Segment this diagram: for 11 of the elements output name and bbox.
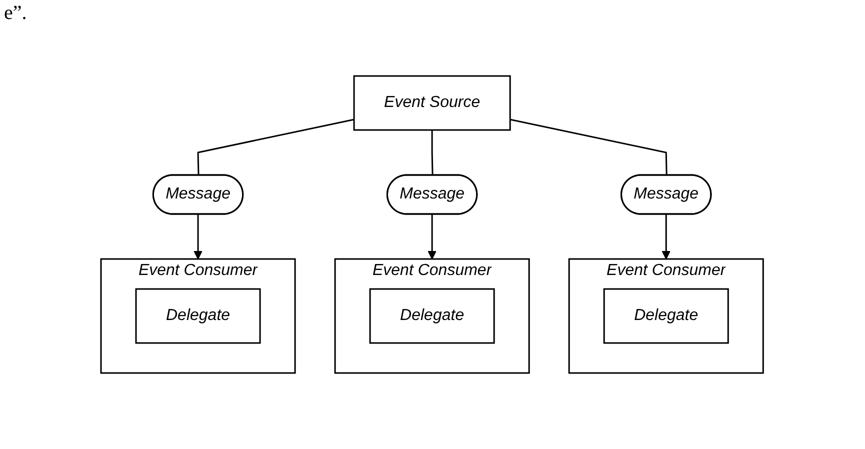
node-box: Delegate	[370, 288, 496, 344]
arrow	[428, 214, 437, 260]
arrow	[662, 214, 671, 260]
node-box: Delegate	[136, 288, 262, 344]
text-fragment: e”.	[4, 2, 27, 25]
connector	[510, 118, 668, 176]
arrow	[194, 214, 203, 260]
node-box: Delegate	[604, 288, 730, 344]
node-box: Event Source	[354, 75, 512, 131]
connector	[198, 118, 355, 176]
connector	[432, 130, 434, 176]
